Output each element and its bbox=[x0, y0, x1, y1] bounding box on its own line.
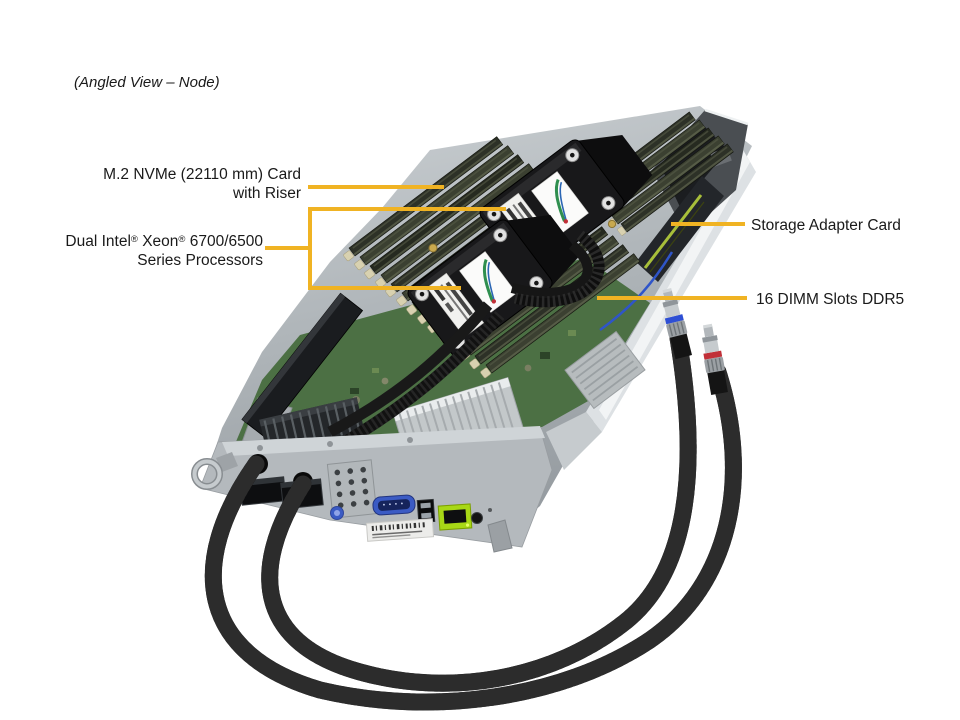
perforated-bracket bbox=[326, 459, 378, 519]
label-m2-nvme: M.2 NVMe (22110 mm) Card with Riser bbox=[103, 165, 301, 203]
coolant-tubes-internal bbox=[327, 230, 605, 451]
callout-line-cpu-bottom-arm bbox=[308, 286, 461, 290]
callout-line-storage bbox=[671, 222, 745, 226]
front-io-panel bbox=[191, 426, 553, 553]
panel-latch bbox=[487, 519, 513, 553]
quick-disconnect-red bbox=[702, 323, 728, 395]
cooling-hoses bbox=[204, 329, 742, 711]
callout-line-cpu-stub bbox=[265, 246, 308, 250]
storage-adapter-card bbox=[636, 176, 724, 282]
label-processors-line1: Dual Intel® Xeon® 6700/6500 bbox=[65, 233, 263, 250]
id-button bbox=[471, 512, 483, 524]
panel-hole bbox=[488, 508, 492, 512]
label-processors: Dual Intel® Xeon® 6700/6500 Series Proce… bbox=[65, 230, 263, 270]
label-m2-line2: with Riser bbox=[232, 185, 301, 202]
pull-ring bbox=[191, 452, 238, 490]
serial-label bbox=[365, 518, 435, 542]
callout-line-m2 bbox=[308, 185, 444, 189]
label-dimm-slots: 16 DIMM Slots DDR5 bbox=[756, 291, 905, 308]
thumbscrew-center bbox=[334, 510, 340, 516]
label-processors-line2: Series Processors bbox=[137, 252, 263, 269]
callout-line-cpu-vertical bbox=[308, 207, 312, 290]
label-m2-line1: M.2 NVMe (22110 mm) Card bbox=[103, 166, 301, 183]
vga-port bbox=[372, 494, 416, 516]
label-storage-adapter: Storage Adapter Card bbox=[751, 217, 901, 234]
lan-port bbox=[437, 503, 473, 531]
callout-line-cpu-top-arm bbox=[308, 207, 506, 211]
chipset-heatsink bbox=[564, 330, 646, 410]
callout-line-dimm bbox=[597, 296, 747, 300]
figure-title: (Angled View – Node) bbox=[74, 74, 220, 91]
